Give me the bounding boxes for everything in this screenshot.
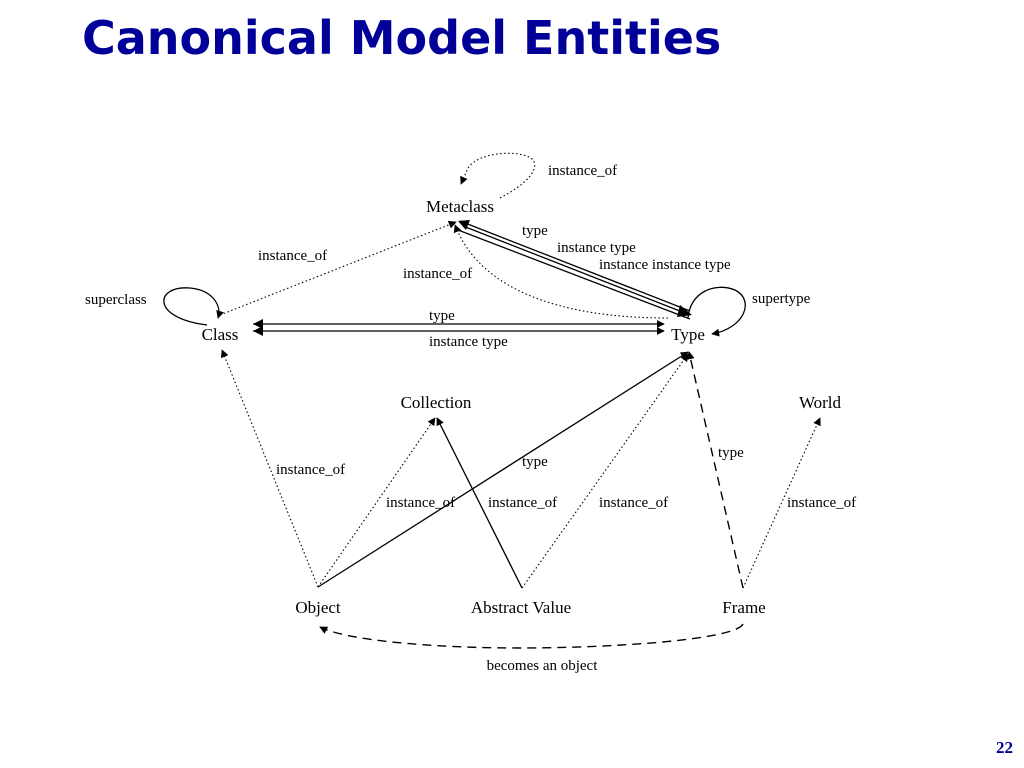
node-object: Object [295,598,341,617]
node-collection: Collection [401,393,472,412]
label-metaclass-type-2: instance type [557,240,636,256]
edge-metaclass-type-line-3 [457,229,691,320]
label-metaclass-type-3: instance instance type [599,257,731,273]
slide-title: Canonical Model Entities [82,11,722,65]
arrowhead-metaclass [458,220,470,230]
label-type-self: supertype [752,291,811,307]
label-frame-type: type [718,445,744,461]
label-frame-world: instance_of [787,495,856,511]
label-class-self: superclass [85,292,147,308]
edge-class-superclass-loop [163,287,224,326]
edge-frame-object-becomes [319,623,744,649]
label-object-class: instance_of [276,462,345,478]
page-number: 22 [996,738,1013,757]
label-type-metaclass: instance_of [403,266,472,282]
edge-object-class-instance-of [220,349,319,588]
node-abstract-value: Abstract Value [471,598,571,617]
node-world: World [799,393,842,412]
edge-type-supertype-loop [687,286,746,337]
label-object-collection: instance_of [386,495,455,511]
edge-type-metaclass-instance-of [453,224,669,319]
label-abstract-type: instance_of [599,495,668,511]
label-class-metaclass: instance_of [258,248,327,264]
label-class-type-2: instance type [429,334,508,350]
node-frame: Frame [722,598,765,617]
label-frame-object: becomes an object [487,658,599,674]
label-class-type-1: type [429,308,455,324]
label-metaclass-self: instance_of [548,163,617,179]
label-abstract-collection: instance_of [488,495,557,511]
edge-metaclass-type-line-1 [459,220,691,312]
edge-abstract-type-instance-of [521,353,689,589]
edge-frame-world-instance-of [742,417,821,589]
edge-frame-type-type [686,351,744,589]
edge-metaclass-type-line-2 [462,225,691,316]
node-type: Type [671,325,705,344]
label-metaclass-type-1: type [522,223,548,239]
edge-metaclass-self-instance-of [460,152,536,199]
edge-object-type-type [317,351,689,588]
node-metaclass: Metaclass [426,197,494,216]
edge-abstract-collection-instance-of [436,417,523,589]
node-class: Class [202,325,239,344]
arrowhead-class-2 [253,326,263,336]
label-object-type: type [522,454,548,470]
arrowhead-class-1 [253,319,263,329]
